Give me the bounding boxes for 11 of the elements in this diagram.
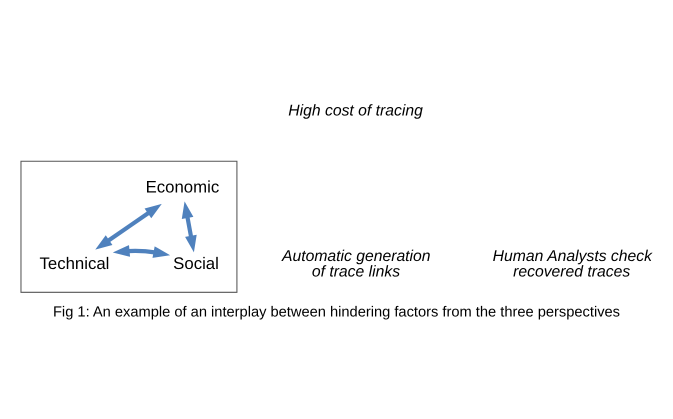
arrow bbox=[95, 204, 162, 250]
node-text: Technical bbox=[39, 254, 110, 274]
label: High cost of tracing bbox=[288, 102, 423, 120]
label: Human Analysts check recovered traces bbox=[492, 248, 652, 281]
node-text: Economic bbox=[146, 178, 220, 197]
cluster bbox=[20, 160, 238, 293]
caption: Fig 1: An example of an interplay between hindering factors from the three perspectives bbox=[52, 304, 620, 321]
arrow bbox=[182, 201, 197, 252]
node-text: Social bbox=[173, 254, 219, 274]
arrow bbox=[112, 245, 170, 258]
label: Automatic generation of trace links bbox=[282, 248, 431, 281]
